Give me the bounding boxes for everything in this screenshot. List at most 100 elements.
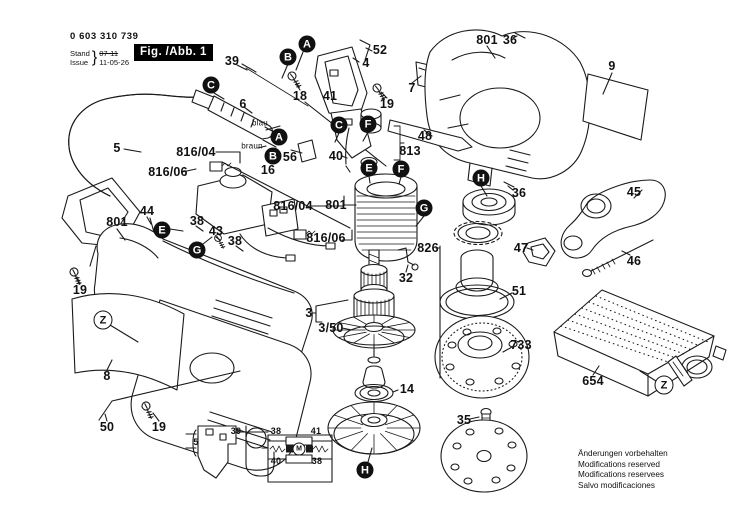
part-callout-45: 45 bbox=[626, 185, 642, 199]
ref-marker-G: G bbox=[188, 241, 206, 259]
part-callout-52: 52 bbox=[372, 43, 388, 57]
ref-marker-F: F bbox=[359, 115, 377, 133]
footer-note-line: Salvo modificaciones bbox=[578, 480, 655, 490]
ref-marker-A: A bbox=[298, 35, 316, 53]
schematic-inset-drawing bbox=[185, 425, 333, 483]
part-callout-36: 36 bbox=[511, 186, 527, 200]
part-callout-38: 38 bbox=[311, 456, 323, 466]
part-callout-19: 19 bbox=[72, 283, 88, 297]
part-callout-5: 5 bbox=[193, 437, 199, 447]
issue-label: Issue bbox=[70, 58, 89, 68]
footer-note-line: Modifications reserved bbox=[578, 459, 660, 469]
ref-marker-B: B bbox=[279, 48, 297, 66]
part-callout-36: 36 bbox=[502, 33, 518, 47]
spacer-drawing bbox=[362, 365, 386, 389]
ref-marker-Z: Z bbox=[93, 310, 113, 330]
hex-key-drawing bbox=[98, 370, 241, 421]
part-callout-46: 46 bbox=[626, 254, 642, 268]
switch-assembly-drawing bbox=[149, 139, 336, 262]
part-callout-801: 801 bbox=[325, 198, 347, 212]
part-callout-39: 39 bbox=[224, 54, 240, 68]
part-callout-9: 9 bbox=[608, 59, 616, 73]
part-callout-blau: blau bbox=[252, 118, 268, 128]
footer-note-line: Modifications reservees bbox=[578, 470, 665, 479]
part-callout-38: 38 bbox=[270, 426, 282, 436]
part-callout-40: 40 bbox=[328, 149, 344, 163]
part-callout-7: 7 bbox=[408, 81, 416, 95]
part-callout-32: 32 bbox=[398, 271, 414, 285]
revision-block: Stand Issue } 07-11 11-05-26 bbox=[70, 49, 139, 67]
part-callout-41: 41 bbox=[310, 426, 322, 436]
part-callout-826: 826 bbox=[417, 241, 439, 255]
figure-label: Fig. /Abb. 1 bbox=[134, 44, 213, 61]
part-callout-654: 654 bbox=[582, 374, 604, 388]
screw-46-drawing bbox=[581, 239, 654, 278]
part-callout-801: 801 bbox=[106, 215, 128, 229]
part-callout-47: 47 bbox=[513, 241, 529, 255]
baffle-drawing bbox=[387, 119, 473, 152]
part-callout-43: 43 bbox=[208, 224, 224, 238]
part-callout-18: 18 bbox=[292, 89, 308, 103]
bearing-housing-drawing bbox=[455, 249, 499, 297]
part-callout-3: 3 bbox=[305, 306, 313, 320]
ref-marker-H: H bbox=[472, 169, 490, 187]
ref-marker-C: C bbox=[202, 76, 220, 94]
ref-marker-F: F bbox=[392, 160, 410, 178]
part-callout-braun: braun bbox=[241, 141, 263, 151]
part-callout-19: 19 bbox=[151, 420, 167, 434]
part-callout-4: 4 bbox=[362, 56, 370, 70]
part-callout-5: 5 bbox=[113, 141, 121, 155]
knob-drawing bbox=[522, 237, 556, 267]
dust-box-drawing bbox=[553, 289, 727, 397]
part-callout-816-04: 816/04 bbox=[273, 199, 313, 213]
ref-marker-H: H bbox=[356, 461, 374, 479]
backing-sheet-drawing bbox=[440, 419, 528, 493]
label-plate-drawing bbox=[582, 73, 649, 141]
part-callout-801: 801 bbox=[476, 33, 498, 47]
fan-drawing bbox=[327, 401, 421, 455]
stand-value: 07-11 bbox=[99, 49, 119, 58]
part-callout-14: 14 bbox=[399, 382, 415, 396]
part-callout-40: 40 bbox=[270, 456, 282, 466]
leader-lines bbox=[76, 35, 657, 463]
part-callout-51: 51 bbox=[511, 284, 527, 298]
ref-marker-B: B bbox=[264, 147, 282, 165]
part-callout-39: 39 bbox=[230, 426, 242, 436]
stand-label: Stand bbox=[70, 49, 90, 58]
armature-drawing bbox=[332, 249, 416, 364]
clip-32-drawing bbox=[397, 247, 419, 271]
part-callout-48: 48 bbox=[417, 129, 433, 143]
part-callout-19: 19 bbox=[379, 97, 395, 111]
ref-marker-G: G bbox=[415, 199, 433, 217]
part-callout-44: 44 bbox=[139, 204, 155, 218]
part-callout-816-06: 816/06 bbox=[148, 165, 188, 179]
part-callout-38: 38 bbox=[227, 234, 243, 248]
ref-marker-E: E bbox=[360, 159, 378, 177]
handle-drawing bbox=[560, 179, 666, 259]
part-callout-813: 813 bbox=[399, 144, 421, 158]
part-callout-8: 8 bbox=[103, 369, 111, 383]
part-callout-733: 733 bbox=[510, 338, 532, 352]
part-callout-41: 41 bbox=[322, 89, 338, 103]
issue-value: 11-05-26 bbox=[99, 58, 130, 68]
part-callout-16: 16 bbox=[260, 163, 276, 177]
part-callout-816-06: 816/06 bbox=[306, 231, 346, 245]
ref-marker-M: M bbox=[292, 442, 306, 456]
ref-marker-C: C bbox=[330, 116, 348, 134]
bearing-14-drawing bbox=[354, 383, 394, 403]
footer-note-line: Änderungen vorbehalten bbox=[578, 449, 668, 458]
part-callout-50: 50 bbox=[99, 420, 115, 434]
brace-glyph: } bbox=[91, 49, 98, 67]
title-block: 0 603 310 739 Stand Issue } 07-11 11-05-… bbox=[70, 31, 139, 67]
sanding-pad-drawing bbox=[434, 315, 530, 399]
part-callout-816-04: 816/04 bbox=[176, 145, 216, 159]
part-callout-6: 6 bbox=[239, 97, 247, 111]
part-callout-3-50: 3/50 bbox=[318, 321, 344, 335]
part-callout-35: 35 bbox=[456, 413, 472, 427]
gear-drawing bbox=[453, 220, 503, 246]
